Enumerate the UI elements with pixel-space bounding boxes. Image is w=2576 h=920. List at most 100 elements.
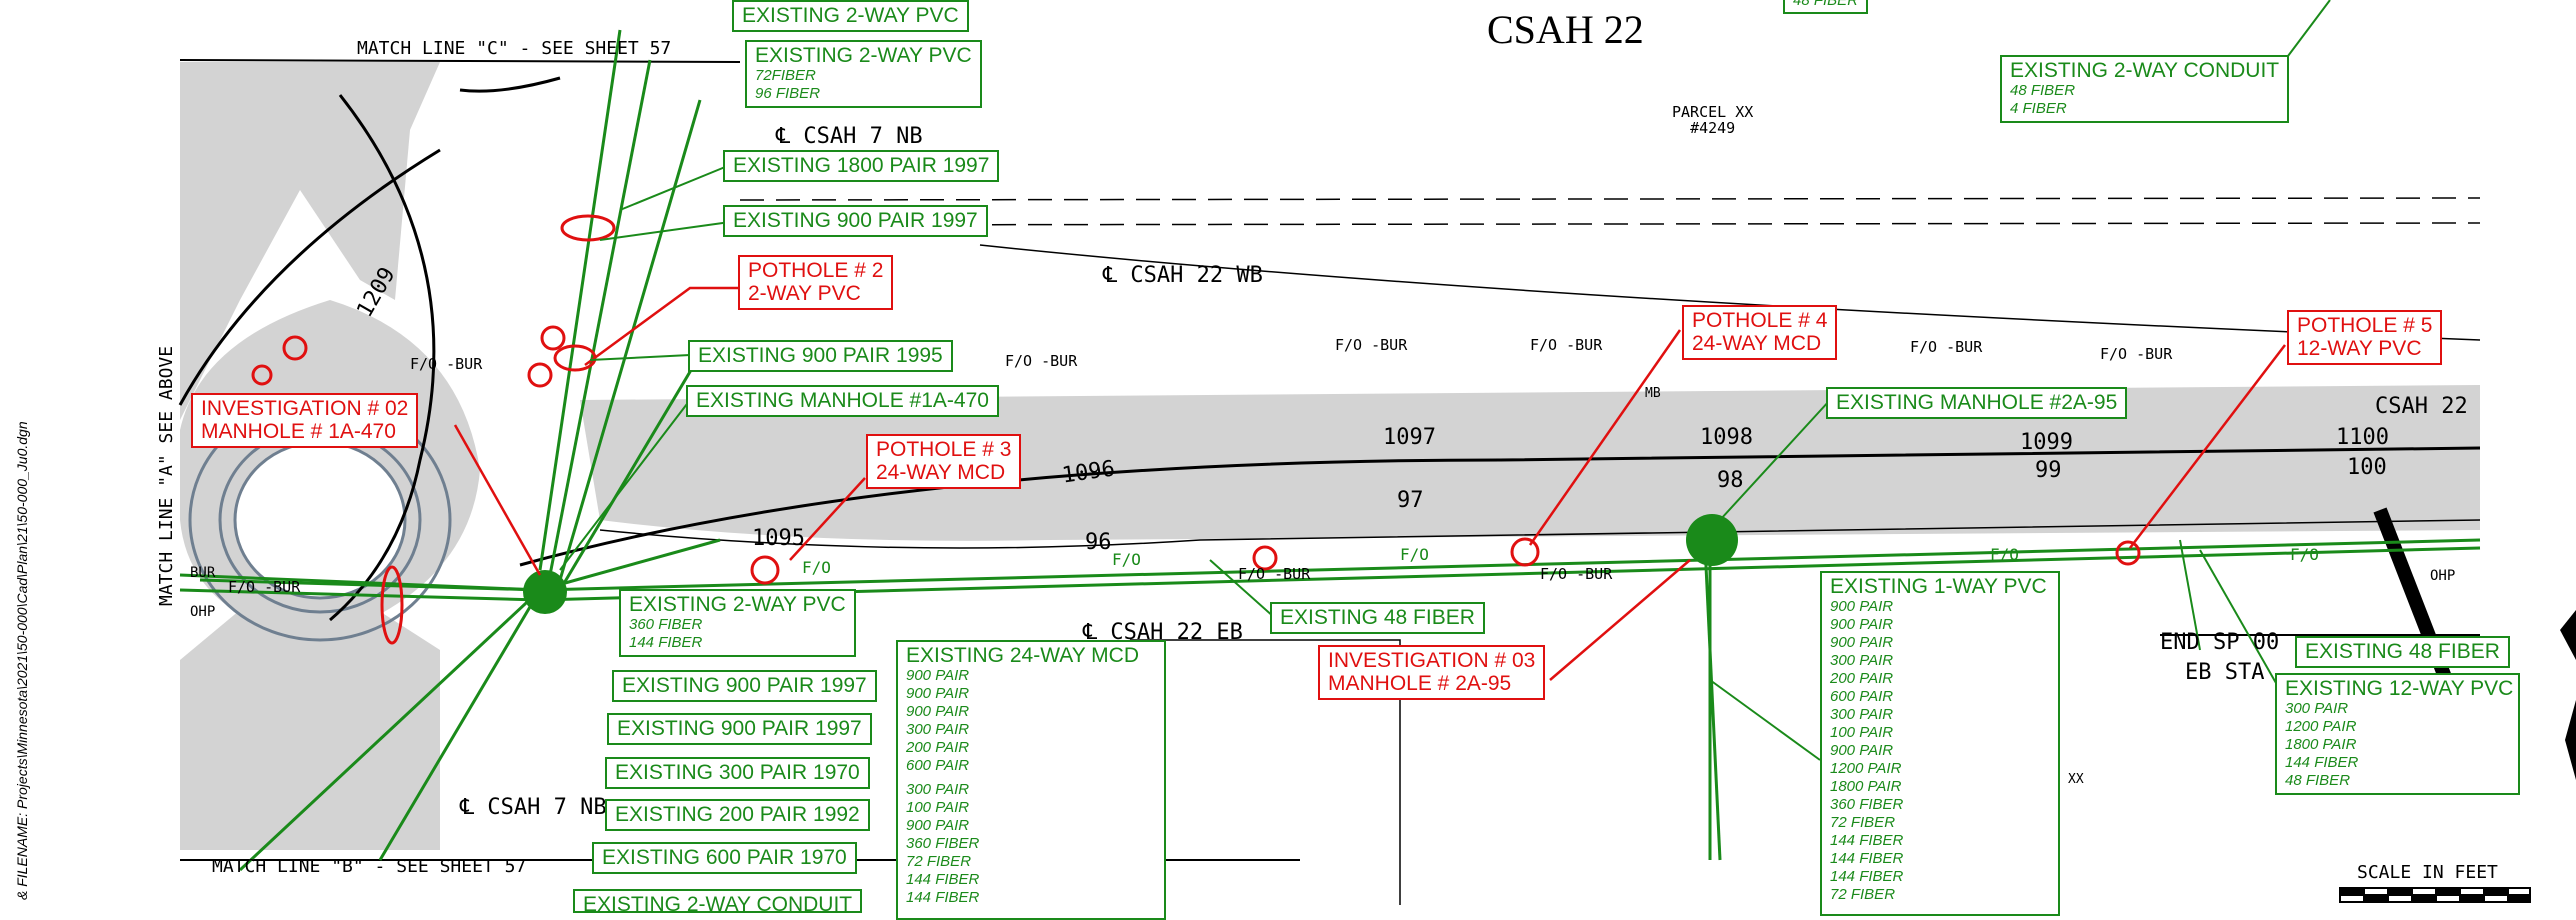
callout-title: POTHOLE # 3: [876, 438, 1012, 461]
callout-existing-24way-mcd: EXISTING 24-WAY MCD 900 PAIR 900 PAIR 90…: [896, 640, 1166, 920]
callout-line: 300 PAIR: [1830, 652, 1894, 669]
tag-ohp-1: OHP: [190, 604, 216, 620]
parcel-name: PARCEL XX: [1672, 103, 1754, 121]
tag-fo-bur-2: F/O -BUR: [1335, 336, 1408, 354]
callout-title: EXISTING 900 PAIR 1997: [733, 209, 978, 232]
tag-fo-3: F/O: [1112, 550, 1141, 569]
callout-line: 48 FIBER: [2010, 82, 2076, 99]
callout-title: EXISTING 2-WAY PVC: [629, 593, 846, 616]
callout-title: POTHOLE # 5: [2297, 314, 2433, 337]
tag-ohp-2: OHP: [2430, 568, 2456, 584]
callout-line: 900 PAIR: [906, 817, 970, 834]
callout-line: 100 PAIR: [906, 799, 970, 816]
tag-fo-bur-8: F/O -BUR: [1540, 565, 1613, 583]
eb-sta-label: EB STA: [2185, 660, 2265, 685]
callout-existing-900-pair-1997-a: EXISTING 900 PAIR 1997: [723, 205, 988, 237]
road-label-csah22-wb: ℄ CSAH 22 WB: [1103, 263, 1263, 288]
callout-line: 900 PAIR: [906, 667, 970, 684]
callout-title: POTHOLE # 2: [748, 259, 884, 282]
callout-line: 72 FIBER: [1830, 814, 1896, 831]
callout-title: EXISTING 900 PAIR 1995: [698, 344, 943, 367]
callout-investigation-03: INVESTIGATION # 03 MANHOLE # 2A-95: [1318, 645, 1546, 700]
tag-fo-bur-9: F/O -BUR: [228, 578, 301, 596]
callout-existing-2way-pvc-top: EXISTING 2-WAY PVC: [732, 0, 969, 32]
callout-line: 144 FIBER: [1830, 832, 1904, 849]
callout-line: 24-WAY MCD: [1692, 332, 1822, 355]
tag-fo-5: F/O: [2290, 545, 2319, 564]
callout-title: EXISTING 900 PAIR 1997: [617, 717, 862, 740]
callout-existing-48-fiber-mid: EXISTING 48 FIBER: [1270, 602, 1485, 634]
parcel-number: #4249: [1690, 119, 1736, 137]
callout-existing-48-fiber-right: EXISTING 48 FIBER: [2295, 636, 2510, 668]
station-99: 99: [2035, 458, 2062, 483]
station-96: 96: [1085, 530, 1112, 555]
tag-fo-2: F/O: [1990, 545, 2019, 564]
callout-existing-900-pair-1997-b: EXISTING 900 PAIR 1997: [612, 670, 877, 702]
callout-title: INVESTIGATION # 02: [201, 397, 409, 420]
north-arrow-icon: [2560, 610, 2576, 780]
callout-line: 144 FIBER: [2285, 754, 2359, 771]
callout-title: EXISTING 200 PAIR 1992: [615, 803, 860, 826]
callout-line: 360 FIBER: [629, 616, 703, 633]
station-1095: 1095: [752, 526, 805, 551]
station-1097: 1097: [1383, 425, 1436, 450]
callout-existing-300-pair-1970: EXISTING 300 PAIR 1970: [605, 757, 870, 789]
callout-existing-1way-pvc: EXISTING 1-WAY PVC 900 PAIR 900 PAIR 900…: [1820, 571, 2060, 916]
callout-title: EXISTING 12-WAY PVC: [2285, 677, 2514, 700]
callout-line: 4 FIBER: [2010, 100, 2067, 117]
station-97: 97: [1397, 488, 1424, 513]
tag-fo-bur-1: F/O -BUR: [1005, 352, 1078, 370]
callout-line: 1800 PAIR: [2285, 736, 2357, 753]
callout-title: EXISTING 48 FIBER: [2305, 640, 2500, 663]
callout-line: 900 PAIR: [1830, 742, 1894, 759]
callout-line: 144 FIBER: [1830, 850, 1904, 867]
callout-existing-1800-pair: EXISTING 1800 PAIR 1997: [723, 150, 1000, 182]
tag-fo-bur-3: F/O -BUR: [1530, 336, 1603, 354]
callout-line: 144 FIBER: [1830, 868, 1904, 885]
callout-existing-12way-pvc: EXISTING 12-WAY PVC 300 PAIR 1200 PAIR 1…: [2275, 673, 2520, 795]
callout-line: 300 PAIR: [906, 721, 970, 738]
tag-mb: MB: [1645, 386, 1661, 401]
tag-fo-4: F/O: [802, 558, 831, 577]
match-line-b: MATCH LINE "B" - SEE SHEET 57: [212, 856, 527, 877]
tag-fo-1: F/O: [1400, 545, 1429, 564]
manhole-2a-95-symbol: [1686, 514, 1738, 566]
callout-line: 1200 PAIR: [2285, 718, 2357, 735]
callout-existing-200-pair-1992: EXISTING 200 PAIR 1992: [605, 799, 870, 831]
callout-pothole-3: POTHOLE # 3 24-WAY MCD: [866, 434, 1022, 489]
station-100: 100: [2347, 455, 2387, 480]
manhole-1a-470-symbol: [523, 570, 567, 614]
callout-line: 200 PAIR: [906, 739, 970, 756]
callout-line: 48 FIBER: [2285, 772, 2351, 789]
callout-existing-manhole-1a-470: EXISTING MANHOLE #1A-470: [686, 385, 999, 417]
match-line-c: MATCH LINE "C" - SEE SHEET 57: [357, 38, 672, 59]
callout-existing-2way-pvc-72-96: EXISTING 2-WAY PVC 72FIBER 96 FIBER: [745, 40, 982, 108]
callout-line: MANHOLE # 1A-470: [201, 420, 396, 443]
road-label-csah7-nb-bottom: ℄ CSAH 7 NB: [460, 795, 607, 820]
callout-title: EXISTING 1800 PAIR 1997: [733, 154, 990, 177]
callout-investigation-02: INVESTIGATION # 02 MANHOLE # 1A-470: [191, 393, 419, 448]
callout-line: 200 PAIR: [1830, 670, 1894, 687]
callout-pothole-2: POTHOLE # 2 2-WAY PVC: [738, 255, 894, 310]
callout-line: 1800 PAIR: [1830, 778, 1902, 795]
callout-existing-2way-pvc-360-144: EXISTING 2-WAY PVC 360 FIBER 144 FIBER: [619, 589, 856, 657]
callout-line: 2-WAY PVC: [748, 282, 861, 305]
callout-line: 1200 PAIR: [1830, 760, 1902, 777]
parcel-label: PARCEL XX #4249: [1672, 104, 1753, 136]
callout-title: EXISTING 1-WAY PVC: [1830, 575, 2047, 598]
callout-line: 100 PAIR: [1830, 724, 1894, 741]
callout-line: 900 PAIR: [906, 685, 970, 702]
callout-title: EXISTING 2-WAY CONDUIT: [2010, 59, 2280, 82]
station-1098: 1098: [1700, 425, 1753, 450]
callout-existing-manhole-2a-95: EXISTING MANHOLE #2A-95: [1826, 387, 2128, 419]
callout-line: 144 FIBER: [906, 871, 980, 888]
tag-fo-bur-7: F/O -BUR: [1238, 565, 1311, 583]
road-label-csah22-right: CSAH 22: [2375, 394, 2468, 419]
green-utility-lines: [179, 29, 2481, 872]
callout-line: 48 FIBER: [1793, 0, 1859, 9]
callout-line: 900 PAIR: [1830, 598, 1894, 615]
callout-title: EXISTING 300 PAIR 1970: [615, 761, 860, 784]
end-sp-label: END SP 00: [2160, 630, 2280, 655]
callout-line: 24-WAY MCD: [876, 461, 1006, 484]
